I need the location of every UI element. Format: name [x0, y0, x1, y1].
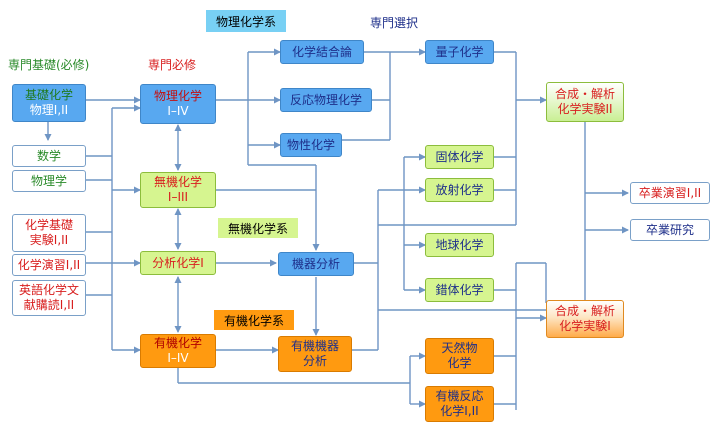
- node-label: 物理I,II: [29, 103, 69, 117]
- node-tennenbutsu-kagaku[interactable]: 天然物 化学: [425, 338, 494, 374]
- node-bunseki-kagaku[interactable]: 分析化学I: [140, 251, 216, 275]
- node-label: 卒業研究: [645, 222, 694, 237]
- node-label: 化学I,II: [440, 404, 479, 418]
- node-label: 数学: [36, 148, 61, 163]
- node-kiki-bunseki[interactable]: 機器分析: [278, 252, 354, 276]
- category-physical-chemistry: 物理化学系: [206, 10, 286, 32]
- node-label: 分析: [302, 354, 327, 368]
- node-eigo-kagaku-bunken[interactable]: 英語化学文 献購読I,II: [12, 280, 86, 316]
- node-sugaku[interactable]: 数学: [12, 145, 86, 167]
- node-label: 合成・解析: [554, 304, 615, 318]
- node-butsurigaku[interactable]: 物理学: [12, 170, 86, 192]
- node-label: 錯体化学: [435, 282, 484, 297]
- node-label: 反応物理化学: [289, 92, 362, 107]
- header-core: 専門必修: [148, 58, 197, 72]
- node-muki-kagaku[interactable]: 無機化学 I–III: [140, 172, 216, 208]
- node-hanno-butsuri-kagaku[interactable]: 反応物理化学: [280, 88, 372, 112]
- node-label: 地球化学: [435, 237, 484, 252]
- node-label: 化学実験II: [557, 102, 613, 116]
- node-label: 英語化学文: [18, 283, 79, 297]
- node-sakutai-kagaku[interactable]: 錯体化学: [425, 278, 494, 302]
- node-kagaku-enshu[interactable]: 化学演習I,II: [12, 254, 86, 276]
- node-butsuri-kagaku[interactable]: 物理化学 I–IV: [140, 84, 216, 124]
- node-yuki-hanno-kagaku[interactable]: 有機反応 化学I,II: [425, 386, 494, 422]
- node-label: I–IV: [167, 104, 189, 118]
- node-sotsugyo-kenkyu[interactable]: 卒業研究: [630, 219, 710, 241]
- node-label: 化学実験I: [559, 319, 611, 333]
- node-kiso-kagaku[interactable]: 基礎化学 物理I,II: [12, 84, 86, 122]
- node-gosei-kaiseki-jikken-1[interactable]: 合成・解析 化学実験I: [546, 300, 624, 338]
- node-label: I–III: [167, 190, 189, 204]
- node-label: 物理化学: [153, 89, 202, 103]
- node-label: 物性化学: [286, 137, 335, 152]
- node-label: 合成・解析: [554, 87, 615, 101]
- node-label: 実験I,II: [29, 233, 69, 247]
- node-label: 放射化学: [435, 182, 484, 197]
- node-kotai-kagaku[interactable]: 固体化学: [425, 145, 494, 169]
- node-kagaku-kiso-jikken[interactable]: 化学基礎 実験I,II: [12, 214, 86, 252]
- node-label: 固体化学: [435, 149, 484, 164]
- node-ryoshi-kagaku[interactable]: 量子化学: [425, 40, 494, 64]
- node-label: 量子化学: [435, 44, 484, 59]
- header-foundation: 専門基礎(必修): [8, 58, 90, 72]
- category-inorganic-chemistry: 無機化学系: [218, 218, 298, 238]
- node-label: 化学演習I,II: [17, 257, 81, 272]
- node-kagaku-ketsugoron[interactable]: 化学結合論: [280, 40, 364, 64]
- node-label: 有機化学: [153, 336, 202, 350]
- node-hosha-kagaku[interactable]: 放射化学: [425, 178, 494, 202]
- node-label: 機器分析: [291, 256, 340, 271]
- node-gosei-kaiseki-jikken-2[interactable]: 合成・解析 化学実験II: [546, 82, 624, 122]
- node-label: 分析化学I: [152, 255, 204, 270]
- node-label: 無機化学: [153, 175, 202, 189]
- node-bussei-kagaku[interactable]: 物性化学: [280, 133, 342, 157]
- node-label: 有機反応: [435, 389, 484, 403]
- node-label: 化学結合論: [291, 44, 352, 59]
- node-label: 基礎化学: [24, 88, 73, 102]
- node-label: 物理学: [30, 173, 67, 188]
- node-yuki-kagaku[interactable]: 有機化学 I–IV: [140, 334, 216, 368]
- node-sotsugyo-enshu[interactable]: 卒業演習I,II: [630, 182, 710, 204]
- node-label: 天然物: [441, 341, 478, 355]
- header-elective: 専門選択: [370, 16, 419, 30]
- node-label: 化学: [447, 356, 472, 370]
- node-yuki-kiki-bunseki[interactable]: 有機機器 分析: [278, 336, 352, 372]
- node-label: 卒業演習I,II: [638, 185, 702, 200]
- node-chikyu-kagaku[interactable]: 地球化学: [425, 233, 494, 257]
- node-label: 有機機器: [290, 339, 339, 353]
- node-label: 化学基礎: [24, 218, 73, 232]
- node-label: I–IV: [167, 351, 189, 365]
- category-organic-chemistry: 有機化学系: [214, 310, 294, 330]
- node-label: 献購読I,II: [23, 298, 75, 312]
